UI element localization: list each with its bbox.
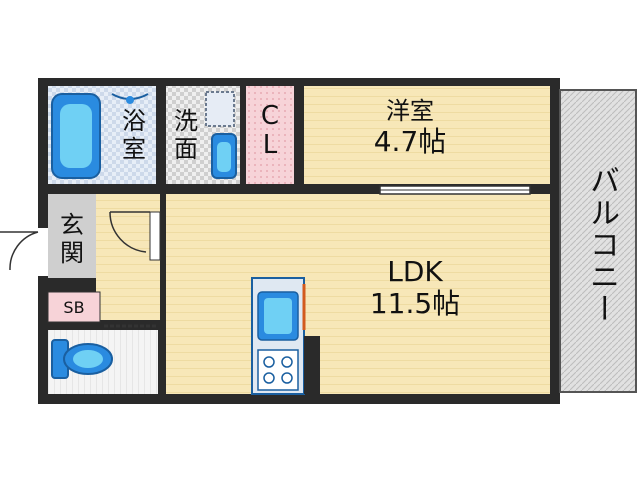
western-room-name: 洋室 [386, 97, 434, 125]
western-room-label: 洋室 4.7帖 [330, 97, 490, 158]
interior-door-icon [109, 211, 150, 253]
shoe-box-label: SB [63, 298, 85, 317]
bath-label-line2: 室 [122, 134, 146, 163]
entrance-label-line2: 関 [60, 238, 84, 267]
hallway [96, 194, 160, 320]
washing-machine-icon [205, 91, 235, 127]
stove-icon [257, 349, 299, 391]
ldk-label: LDK 11.5帖 [320, 255, 510, 321]
entrance-label-line1: 玄 [60, 211, 84, 239]
washroom-label: 洗 面 [166, 107, 206, 163]
washroom-label-line1: 洗 [174, 107, 198, 135]
ldk-size: 11.5帖 [369, 287, 461, 321]
closet-label-line1: C [260, 101, 280, 131]
closet-label-line2: L [262, 129, 278, 160]
bath-label: 浴 室 [114, 107, 154, 163]
balcony-area [559, 89, 637, 393]
ldk-name: LDK [387, 255, 443, 288]
western-room-size: 4.7帖 [373, 124, 447, 158]
washroom-label-line2: 面 [174, 134, 198, 163]
shoe-box [47, 291, 101, 323]
entrance-door-icon [0, 231, 39, 271]
closet-label: C L [250, 102, 290, 159]
balcony-label: バルコニー [584, 165, 619, 325]
ldk-room [166, 194, 550, 394]
entrance-label: 玄 関 [50, 211, 94, 267]
closet [246, 86, 294, 184]
entrance-floor [48, 194, 96, 278]
western-room [304, 86, 550, 184]
bath-label-line1: 浴 [122, 107, 146, 135]
